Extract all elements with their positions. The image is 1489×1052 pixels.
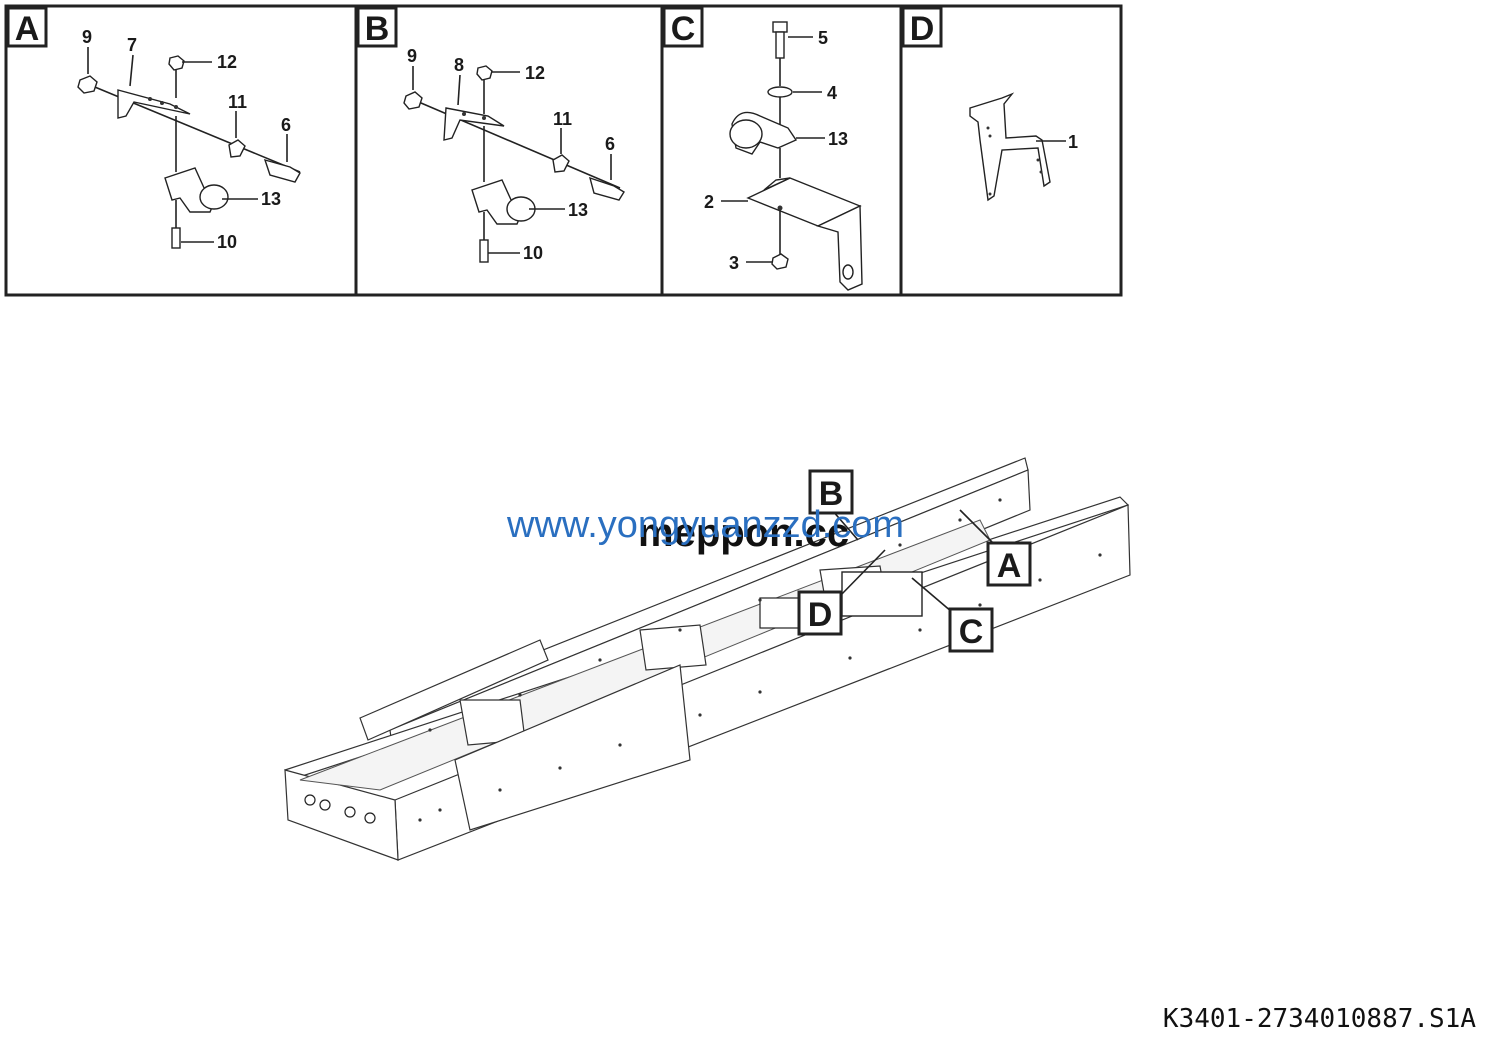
panel-d-letter-box: D [901,6,943,48]
bracket-icon [969,92,1051,202]
label-13: 13 [261,189,281,209]
chassis-frame-drawing [284,457,1131,861]
label-12: 12 [217,52,237,72]
bolt-head-icon [772,21,788,33]
label-8: 8 [454,55,464,75]
bracket-icon [117,89,191,119]
label-13: 13 [568,200,588,220]
panel-a-letter: A [15,10,40,48]
label-11: 11 [228,92,247,112]
panel-b-letter-box: B [356,6,398,48]
nut-icon [403,91,423,110]
label-13: 13 [828,129,848,149]
callout-a: A [959,509,1032,587]
panel-a-letter-box: A [6,6,48,48]
bolt-icon [263,158,301,183]
panel-d-drawing: 1 [969,92,1078,202]
watermark-meppon: meppon.cc [638,511,849,555]
washer-icon [767,86,793,98]
washer-icon [552,154,570,173]
watermark-yongyuan: www.yongyuanzzd.com [506,504,904,546]
bolt-icon [588,176,625,201]
panel-d-letter: D [910,10,935,48]
label-5: 5 [818,28,828,48]
callout-c: C [911,577,994,653]
label-7: 7 [127,35,137,55]
label-12: 12 [525,63,545,83]
callout-d-letter: D [808,596,833,634]
label-10: 10 [523,243,543,263]
label-9: 9 [407,46,417,66]
bolt-icon [171,227,181,249]
callout-d: D [797,549,886,636]
panel-c-drawing: 5 4 13 2 3 [704,21,863,291]
callout-a-letter: A [997,547,1022,585]
callout-b-letter: B [819,475,844,513]
panel-c-letter-box: C [662,6,704,48]
bracket-icon [443,107,505,141]
detail-panels [4,4,1123,297]
label-2: 2 [704,192,714,212]
washer-icon [228,139,246,158]
label-4: 4 [827,83,837,103]
label-6: 6 [281,115,291,135]
label-11: 11 [553,109,572,129]
panel-b-drawing: 9 8 12 11 6 13 10 [403,46,625,263]
callout-b: B [808,469,859,541]
flange-nut-icon [476,65,493,81]
label-1: 1 [1068,132,1078,152]
bolt-icon [775,31,785,59]
panel-c-letter: C [671,10,696,48]
flange-nut-icon [168,55,185,71]
label-10: 10 [217,232,237,252]
label-6: 6 [605,134,615,154]
nut-icon [771,253,789,270]
panel-b-letter: B [365,10,390,48]
nut-icon [77,75,98,94]
drawing-code: K3401-2734010887.S1A [1163,1004,1476,1034]
callout-c-letter: C [959,613,984,651]
bolt-icon [479,239,489,263]
panel-a-drawing: 9 7 12 11 6 13 10 [77,27,301,252]
label-3: 3 [729,253,739,273]
label-9: 9 [82,27,92,47]
